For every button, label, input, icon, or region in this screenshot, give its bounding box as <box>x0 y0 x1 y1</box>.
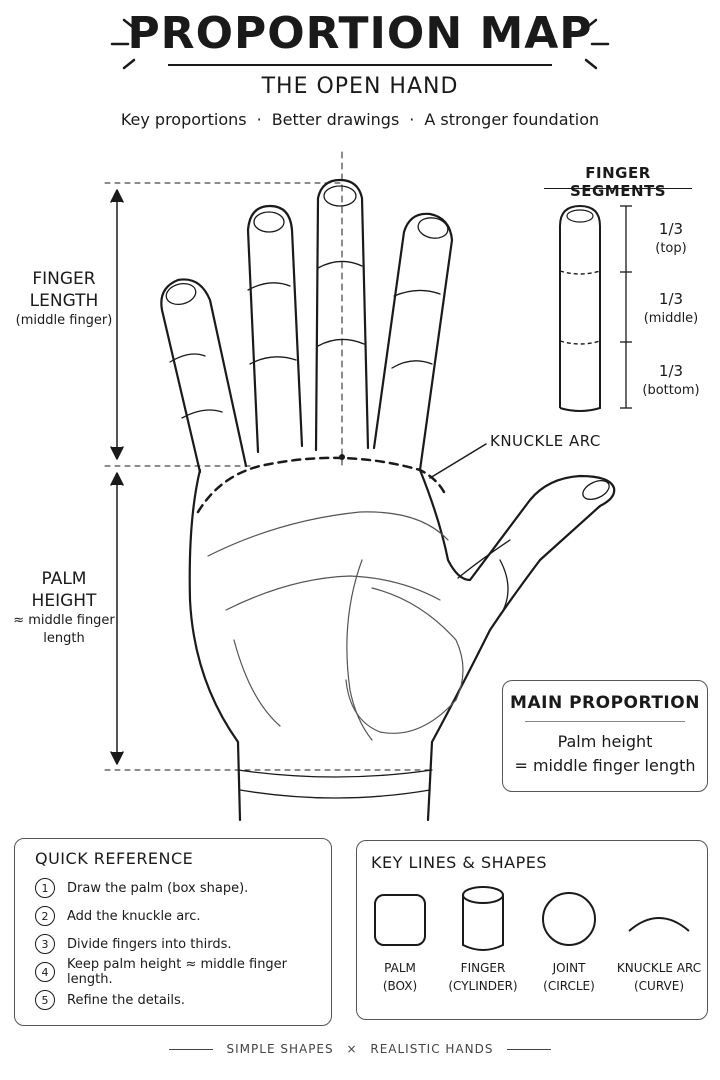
footer-left-text: SIMPLE SHAPES <box>226 1042 334 1056</box>
footer-rule-right <box>507 1049 552 1050</box>
palm-height-arrow <box>110 472 124 765</box>
quick-reference-list: 1 Draw the palm (box shape). 2 Add the knu… <box>35 874 331 1014</box>
knuckle-arc-pointer <box>429 443 487 479</box>
step-number: 2 <box>35 906 55 926</box>
knuckle-arc-line <box>196 456 446 514</box>
hand-illustration <box>104 151 616 822</box>
main-proportion-card: MAIN PROPORTION Palm height = middle fin… <box>502 680 708 792</box>
cylinder-icon <box>462 886 504 951</box>
shape-kind: (CYLINDER) <box>448 979 518 993</box>
segment-fraction: 1/3 <box>658 220 684 238</box>
segment-name: (bottom) <box>642 383 700 398</box>
shape-name: JOINT <box>552 961 586 975</box>
segment-top-label: 1/3 (top) <box>636 220 706 258</box>
main-proportion-line1: Palm height <box>557 732 653 751</box>
finger-length-label-line2: LENGTH <box>29 291 99 311</box>
shape-kind: (BOX) <box>382 979 418 993</box>
page-title: PROPORTION MAP <box>127 8 593 59</box>
shape-kind: (CURVE) <box>634 979 684 993</box>
finger-joint-lines <box>169 260 441 419</box>
segment-fraction: 1/3 <box>658 362 684 380</box>
shape-label-palm: PALM (BOX) <box>357 959 443 995</box>
finger-segment-diagram <box>559 204 632 412</box>
step-text: Divide fingers into thirds. <box>67 936 232 952</box>
main-proportion-line2: = middle finger length <box>514 756 696 775</box>
finger-length-note: (middle finger) <box>15 313 113 328</box>
ring-finger <box>246 204 304 454</box>
palm-height-label-line2: HEIGHT <box>31 591 97 611</box>
list-item: 1 Draw the palm (box shape). <box>35 874 331 902</box>
segment-bottom-label: 1/3 (bottom) <box>636 362 706 400</box>
palm-height-note-line1: ≈ middle finger <box>13 613 115 628</box>
finger-segments-title: FINGER SEGMENTS <box>569 164 667 200</box>
step-text: Add the knuckle arc. <box>67 908 201 924</box>
palm-height-label: PALM HEIGHT ≈ middle finger length <box>0 568 128 648</box>
palm-creases <box>207 511 464 741</box>
footer: SIMPLE SHAPES × REALISTIC HANDS <box>0 1042 720 1056</box>
step-number: 1 <box>35 878 55 898</box>
step-text: Refine the details. <box>67 992 185 1008</box>
step-number: 4 <box>35 962 55 982</box>
tagline: Key proportions·Better drawings·A strong… <box>120 110 600 129</box>
shape-label-knuckle-arc: KNUCKLE ARC (CURVE) <box>611 959 707 995</box>
main-proportion-title: MAIN PROPORTION <box>510 693 700 713</box>
quick-reference-title: QUICK REFERENCE <box>35 849 194 868</box>
title-underline <box>168 64 552 66</box>
footer-right-text: REALISTIC HANDS <box>370 1042 494 1056</box>
segment-fraction: 1/3 <box>658 290 684 308</box>
step-text: Keep palm height ≈ middle finger length. <box>67 957 288 987</box>
segment-name: (top) <box>655 241 687 256</box>
step-number: 5 <box>35 990 55 1010</box>
tagline-item: A stronger foundation <box>424 110 600 129</box>
main-proportion-rule <box>525 721 685 722</box>
index-finger <box>372 212 454 472</box>
finger-segments-rule <box>544 188 692 189</box>
list-item: 4 Keep palm height ≈ middle finger length… <box>35 957 331 987</box>
list-item: 2 Add the knuckle arc. <box>35 902 331 930</box>
footer-rule-left <box>168 1049 213 1050</box>
key-lines-title: KEY LINES & SHAPES <box>371 853 548 872</box>
footer-separator: × <box>346 1042 358 1056</box>
knuckle-arc-label: KNUCKLE ARC <box>490 432 601 450</box>
shape-label-finger: FINGER (CYLINDER) <box>437 959 529 995</box>
segment-middle-label: 1/3 (middle) <box>636 290 706 328</box>
palm-outline-left <box>188 468 242 822</box>
middle-finger <box>314 178 370 452</box>
finger-length-label-line1: FINGER <box>32 269 96 289</box>
key-lines-card: KEY LINES & SHAPES PALM (BOX) FINGER (CY… <box>356 840 708 1020</box>
thumb-nail <box>582 479 610 501</box>
curve-icon <box>628 917 690 932</box>
finger-length-arrow <box>110 189 124 460</box>
shape-kind: (CIRCLE) <box>543 979 595 993</box>
palm-height-label-line1: PALM <box>41 569 87 589</box>
box-icon <box>374 894 426 946</box>
title-decoration <box>110 18 610 70</box>
palm-outline-right <box>418 468 616 822</box>
shape-icons <box>374 886 690 951</box>
shape-name: PALM <box>384 961 416 975</box>
palm-height-note-line2: length <box>43 631 85 646</box>
pinky-finger <box>160 278 248 474</box>
shape-name: FINGER <box>460 961 506 975</box>
list-item: 3 Divide fingers into thirds. <box>35 930 331 958</box>
finger-length-label: FINGER LENGTH (middle finger) <box>0 268 128 330</box>
quick-reference-card: QUICK REFERENCE 1 Draw the palm (box shap… <box>14 838 332 1026</box>
list-item: 5 Refine the details. <box>35 986 331 1014</box>
tagline-item: Key proportions <box>120 110 247 129</box>
shape-name: KNUCKLE ARC <box>616 961 702 975</box>
page-subtitle: THE OPEN HAND <box>261 74 459 99</box>
tagline-item: Better drawings <box>271 110 400 129</box>
step-text: Draw the palm (box shape). <box>67 880 249 896</box>
segment-name: (middle) <box>643 311 699 326</box>
circle-icon <box>542 892 596 946</box>
step-number: 3 <box>35 934 55 954</box>
shape-label-joint: JOINT (CIRCLE) <box>527 959 611 995</box>
